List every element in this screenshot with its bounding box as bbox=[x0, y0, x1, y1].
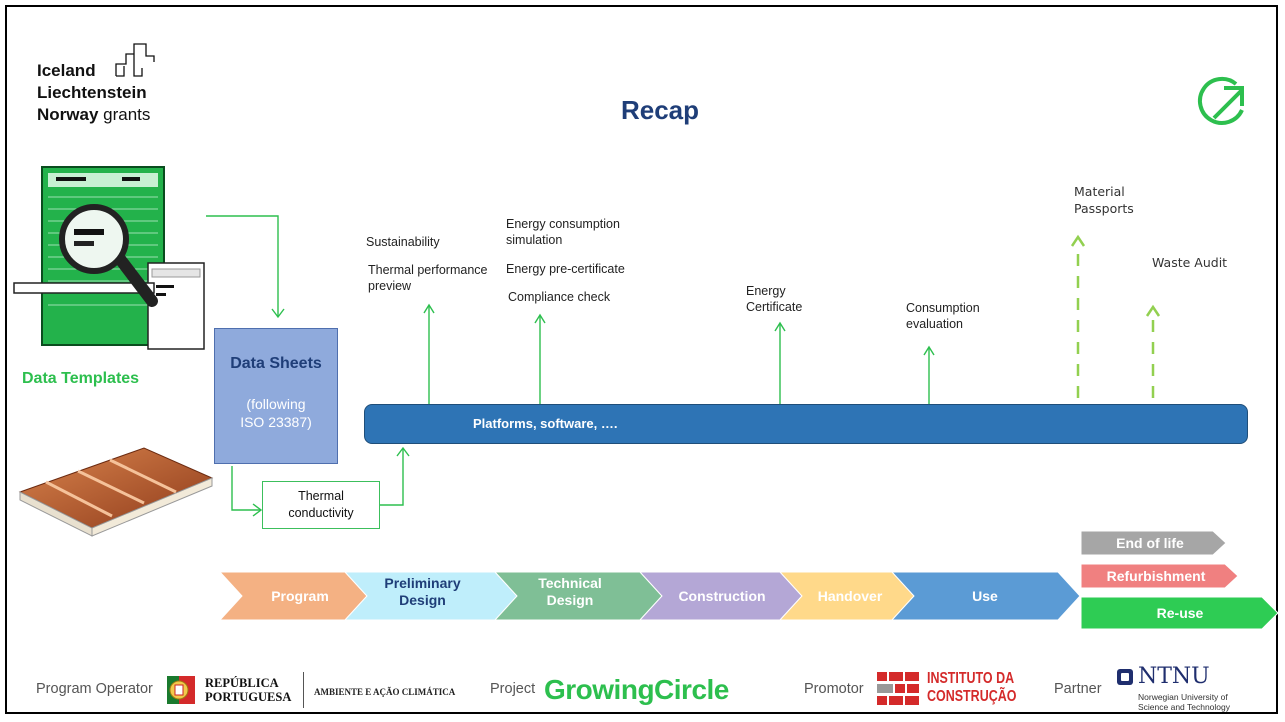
label-energy-simulation-2: simulation bbox=[506, 233, 563, 247]
slide-title: Recap bbox=[620, 95, 700, 125]
data-sheets-sub1: (following bbox=[246, 396, 306, 412]
thermal-conductivity-box: Thermal conductivity bbox=[262, 481, 380, 529]
logo-grants: grants bbox=[103, 105, 151, 124]
republica-line2: PORTUGUESA bbox=[205, 690, 292, 704]
logo-iceland: Iceland bbox=[37, 61, 96, 80]
data-template-document-icon bbox=[13, 166, 205, 350]
portugal-coat-of-arms-icon bbox=[167, 676, 195, 704]
footer-project: Project bbox=[490, 681, 536, 697]
phase-use-chevron bbox=[890, 571, 1081, 621]
data-templates-label: Data Templates bbox=[22, 370, 140, 387]
phase-preliminary-label: Preliminary Design bbox=[384, 575, 461, 608]
growingcircle-wordmark: GrowingCircle bbox=[544, 674, 729, 705]
sandwich-panel-image bbox=[18, 447, 214, 537]
republica-line1: REPÚBLICA bbox=[205, 676, 279, 690]
end-of-life-arrow bbox=[1080, 530, 1227, 556]
label-energy-certificate-1: Energy bbox=[746, 284, 786, 298]
phase-technical-label: Technical Design bbox=[538, 575, 602, 608]
data-sheets-title: Data Sheets bbox=[230, 355, 322, 372]
phase-use-label: Use bbox=[972, 588, 998, 604]
ntnu-sub2: Science and Technology bbox=[1138, 702, 1230, 712]
ntnu-subtitle: Norwegian University of Science and Tech… bbox=[1138, 692, 1230, 712]
platforms-software-bar: Platforms, software, …. bbox=[364, 404, 1248, 444]
label-consumption-evaluation: Consumption evaluation bbox=[906, 300, 980, 332]
label-waste-audit: Waste Audit bbox=[1152, 255, 1228, 270]
data-sheets-box: Data Sheets (following ISO 23387) bbox=[214, 328, 338, 464]
footer-promotor: Promotor bbox=[804, 681, 864, 697]
label-energy-simulation: Energy consumption simulation bbox=[506, 216, 620, 248]
footer-program-operator: Program Operator bbox=[36, 681, 153, 697]
refurbishment-label: Refurbishment bbox=[1106, 568, 1206, 584]
label-consumption-1: Consumption bbox=[906, 301, 980, 315]
label-energy-simulation-1: Energy consumption bbox=[506, 217, 620, 231]
arrow-templates-to-sheets bbox=[206, 215, 279, 316]
ntnu-wordmark: NTNU bbox=[1138, 664, 1210, 689]
arrow-sheets-to-thermal bbox=[231, 466, 261, 511]
refurbishment-arrow bbox=[1080, 563, 1239, 589]
growingcircle-arrow-icon bbox=[1197, 76, 1244, 125]
label-consumption-2: evaluation bbox=[906, 317, 963, 331]
ntnu-logo-icon bbox=[1117, 669, 1133, 685]
label-thermal-performance-2: preview bbox=[368, 279, 412, 293]
platforms-label: Platforms, software, …. bbox=[473, 416, 618, 431]
reuse-label: Re-use bbox=[1156, 605, 1204, 621]
data-sheets-sub2: ISO 23387) bbox=[240, 414, 312, 430]
phase-construction-label: Construction bbox=[678, 588, 766, 604]
footer-partner: Partner bbox=[1054, 681, 1102, 697]
label-energy-certificate: Energy Certificate bbox=[746, 283, 802, 315]
label-thermal-performance-1: Thermal performance bbox=[368, 263, 488, 277]
eea-grants-logo: Iceland Liechtenstein Norway grants bbox=[37, 60, 150, 126]
instituto-construcao-wordmark: INSTITUTO DA CONSTRUÇÃO bbox=[927, 670, 1016, 706]
logo-norway: Norway bbox=[37, 105, 99, 124]
ambiente-label: AMBIENTE E AÇÃO CLIMÁTICA bbox=[314, 687, 456, 697]
phase-program-label: Program bbox=[271, 588, 329, 604]
phase-handover-label: Handover bbox=[817, 588, 883, 604]
label-compliance-check: Compliance check bbox=[508, 290, 611, 304]
instituto-line2: CONSTRUÇÃO bbox=[927, 688, 1017, 705]
arrow-thermal-to-platform bbox=[380, 448, 404, 506]
logo-liechtenstein: Liechtenstein bbox=[37, 83, 147, 102]
thermal-line1: Thermal bbox=[298, 489, 344, 503]
instituto-construcao-logo-icon bbox=[877, 672, 919, 705]
ntnu-sub1: Norwegian University of bbox=[1138, 692, 1228, 702]
footer-divider bbox=[303, 672, 304, 708]
instituto-line1: INSTITUTO DA bbox=[927, 670, 1015, 687]
label-thermal-performance: Thermal performance preview bbox=[368, 262, 488, 294]
label-energy-pre-certificate: Energy pre-certificate bbox=[506, 262, 625, 276]
eea-grants-mark-icon bbox=[115, 43, 155, 77]
label-sustainability: Sustainability bbox=[366, 235, 440, 249]
thermal-line2: conductivity bbox=[288, 506, 354, 520]
republica-portuguesa: REPÚBLICA PORTUGUESA bbox=[205, 676, 291, 704]
label-energy-certificate-2: Certificate bbox=[746, 300, 803, 314]
end-of-life-label: End of life bbox=[1116, 535, 1184, 551]
reuse-arrow bbox=[1080, 596, 1279, 630]
slide-frame bbox=[5, 5, 1278, 714]
label-material-passports: Material Passports bbox=[1074, 183, 1134, 217]
label-material-2: Passports bbox=[1074, 201, 1134, 216]
label-material-1: Material bbox=[1074, 184, 1125, 199]
